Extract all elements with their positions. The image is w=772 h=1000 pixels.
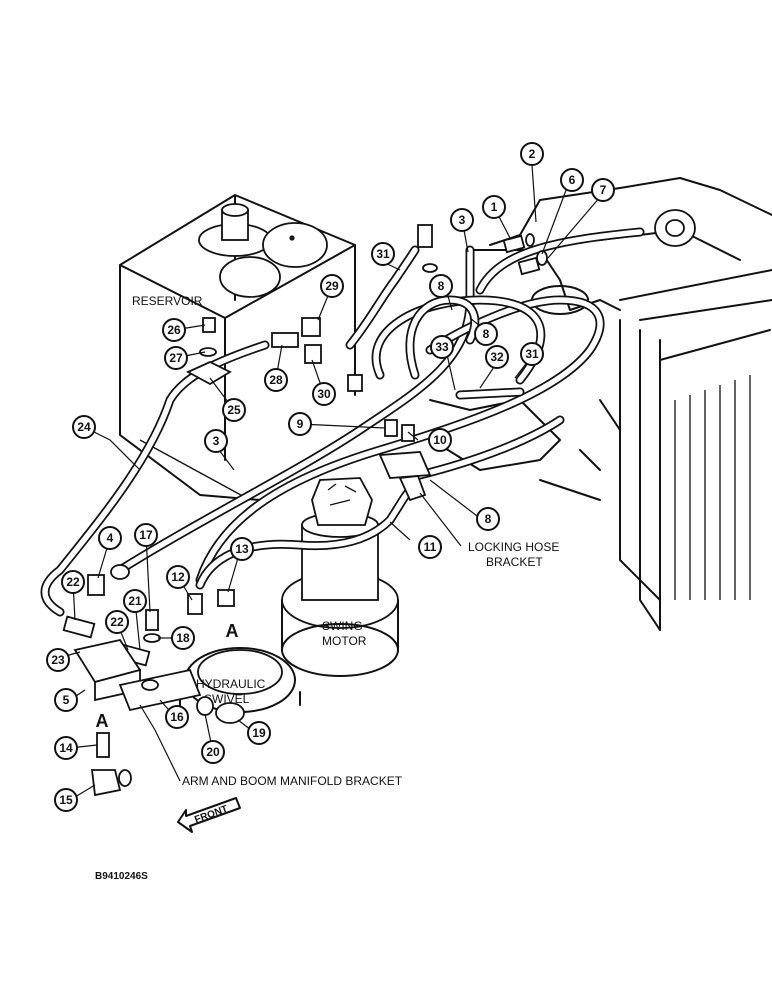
callout-18: 18 bbox=[171, 626, 195, 650]
callout-3-top: 3 bbox=[450, 208, 474, 232]
callout-4: 4 bbox=[98, 526, 122, 550]
callout-8-top: 8 bbox=[429, 274, 453, 298]
callout-8-right: 8 bbox=[474, 322, 498, 346]
svg-text:14: 14 bbox=[59, 741, 73, 755]
callout-16: 16 bbox=[165, 705, 189, 729]
callout-11: 11 bbox=[418, 535, 442, 559]
callout-33: 33 bbox=[430, 335, 454, 359]
svg-text:22: 22 bbox=[66, 575, 80, 589]
svg-text:20: 20 bbox=[206, 745, 220, 759]
svg-text:31: 31 bbox=[525, 347, 539, 361]
locking-hose-bracket-label-1: LOCKING HOSE bbox=[468, 540, 559, 554]
fittings bbox=[62, 224, 548, 797]
svg-text:3: 3 bbox=[459, 213, 466, 227]
svg-text:32: 32 bbox=[490, 350, 504, 364]
hydraulic-swivel-label-1: HYDRAULIC bbox=[196, 677, 266, 691]
callout-32: 32 bbox=[485, 345, 509, 369]
svg-text:33: 33 bbox=[435, 340, 449, 354]
locking-hose-bracket-label-2: BRACKET bbox=[486, 555, 543, 569]
svg-text:7: 7 bbox=[600, 183, 607, 197]
callout-21: 21 bbox=[123, 589, 147, 613]
callout-3-mid: 3 bbox=[204, 429, 228, 453]
svg-text:30: 30 bbox=[317, 387, 331, 401]
svg-text:21: 21 bbox=[128, 594, 142, 608]
svg-text:1: 1 bbox=[491, 200, 498, 214]
svg-text:12: 12 bbox=[171, 570, 185, 584]
callout-23: 23 bbox=[46, 648, 70, 672]
svg-text:19: 19 bbox=[252, 726, 266, 740]
figure-id: B9410246S bbox=[95, 871, 148, 882]
svg-text:28: 28 bbox=[269, 373, 283, 387]
svg-text:16: 16 bbox=[170, 710, 184, 724]
svg-text:13: 13 bbox=[235, 542, 249, 556]
svg-text:23: 23 bbox=[51, 653, 65, 667]
callout-19: 19 bbox=[247, 721, 271, 745]
callout-13: 13 bbox=[230, 537, 254, 561]
reservoir-label: RESERVOIR bbox=[132, 294, 203, 308]
svg-text:3: 3 bbox=[213, 434, 220, 448]
svg-text:26: 26 bbox=[167, 323, 181, 337]
svg-text:2: 2 bbox=[529, 147, 536, 161]
front-arrow: FRONT bbox=[177, 797, 241, 833]
svg-text:6: 6 bbox=[569, 173, 576, 187]
callout-28: 28 bbox=[264, 368, 288, 392]
svg-text:24: 24 bbox=[77, 420, 91, 434]
view-a-top: A bbox=[226, 621, 239, 641]
svg-text:17: 17 bbox=[139, 528, 153, 542]
view-a-bottom: A bbox=[96, 711, 109, 731]
callout-30: 30 bbox=[312, 382, 336, 406]
callout-24: 24 bbox=[72, 415, 96, 439]
svg-text:18: 18 bbox=[176, 631, 190, 645]
callout-8-bottom: 8 bbox=[476, 507, 500, 531]
hydraulic-swivel-label-2: SWIVEL bbox=[204, 692, 250, 706]
svg-text:25: 25 bbox=[227, 403, 241, 417]
svg-text:15: 15 bbox=[59, 793, 73, 807]
callout-22-right: 22 bbox=[105, 610, 129, 634]
svg-text:5: 5 bbox=[63, 693, 70, 707]
machine-frame bbox=[429, 177, 772, 631]
callout-25: 25 bbox=[222, 398, 246, 422]
callout-7: 7 bbox=[591, 178, 615, 202]
callout-27: 27 bbox=[164, 346, 188, 370]
svg-text:29: 29 bbox=[325, 279, 339, 293]
callout-31-right: 31 bbox=[520, 342, 544, 366]
svg-text:11: 11 bbox=[424, 540, 437, 554]
svg-text:9: 9 bbox=[297, 417, 304, 431]
svg-text:27: 27 bbox=[169, 351, 183, 365]
callout-6: 6 bbox=[560, 168, 584, 192]
callout-17: 17 bbox=[134, 523, 158, 547]
callout-10: 10 bbox=[428, 428, 452, 452]
callout-2: 2 bbox=[520, 142, 544, 166]
callout-31-top: 31 bbox=[371, 242, 395, 266]
reservoir-tank bbox=[119, 194, 356, 501]
svg-text:31: 31 bbox=[376, 247, 390, 261]
callout-22-left: 22 bbox=[61, 570, 85, 594]
callout-9: 9 bbox=[288, 412, 312, 436]
callouts: 1 2 3 3 4 5 6 7 8 8 8 9 10 11 12 13 14 1… bbox=[46, 142, 615, 812]
svg-text:8: 8 bbox=[438, 279, 445, 293]
svg-text:4: 4 bbox=[107, 531, 114, 545]
callout-12: 12 bbox=[166, 565, 190, 589]
svg-text:22: 22 bbox=[110, 615, 124, 629]
callout-15: 15 bbox=[54, 788, 78, 812]
arm-boom-manifold-bracket-label: ARM AND BOOM MANIFOLD BRACKET bbox=[182, 774, 403, 788]
callout-26: 26 bbox=[162, 318, 186, 342]
svg-text:10: 10 bbox=[433, 433, 447, 447]
svg-text:8: 8 bbox=[485, 512, 492, 526]
callout-1: 1 bbox=[482, 195, 506, 219]
svg-text:8: 8 bbox=[483, 327, 490, 341]
callout-29: 29 bbox=[320, 274, 344, 298]
callout-5: 5 bbox=[54, 688, 78, 712]
callout-20: 20 bbox=[201, 740, 225, 764]
swing-motor-label-2: MOTOR bbox=[322, 634, 367, 648]
swing-motor-label-1: SWING bbox=[322, 619, 363, 633]
callout-14: 14 bbox=[54, 736, 78, 760]
